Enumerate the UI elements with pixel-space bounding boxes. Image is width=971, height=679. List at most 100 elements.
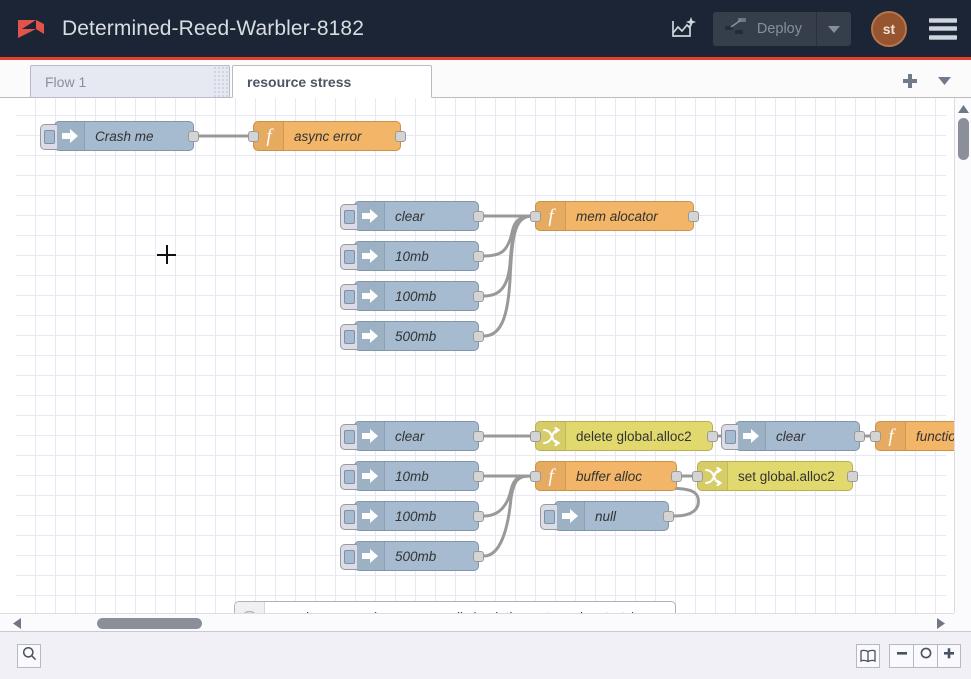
node-func-mem-alocator[interactable]: fmem alocator [535,201,694,231]
node-label: clear [385,209,434,224]
hamburger-menu-icon[interactable] [929,18,957,40]
deploy-button-main[interactable]: Deploy [713,12,817,46]
node-output-port[interactable] [663,511,674,522]
inject-fire-button[interactable] [340,504,357,530]
inject-arrow-icon [555,502,585,530]
inject-arrow-icon [355,322,385,350]
tab-flow-1[interactable]: Flow 1 [30,65,230,98]
svg-text:f: f [888,426,896,446]
node-inject-100mb[interactable]: 100mb [354,501,479,531]
node-func-async-error[interactable]: fasync error [253,121,401,151]
node-change-delete-global-alloc2[interactable]: delete global.alloc2 [535,421,713,451]
horizontal-scrollbar[interactable] [0,613,954,631]
node-label: 500mb [385,329,446,344]
flow-list-caret-down-icon[interactable] [927,64,961,97]
node-inject-100mb[interactable]: 100mb [354,281,479,311]
deploy-button[interactable]: Deploy [713,12,851,46]
deploy-nodes-icon [724,17,748,40]
node-inject-10mb[interactable]: 10mb [354,241,479,271]
zoom-controls [889,644,961,668]
node-label: async error [284,129,372,144]
status-bar-right [856,644,961,668]
zoom-in-button[interactable] [937,644,961,668]
avatar[interactable]: st [871,11,907,47]
inject-fire-button[interactable] [340,324,357,350]
tab-resource-stress[interactable]: resource stress [232,65,432,98]
flow-canvas[interactable]: Crash mefasync errorclear10mb100mb500mbf… [16,98,946,631]
node-output-port[interactable] [473,431,484,442]
canvas-crosshair-cursor [157,245,176,264]
plus-icon [942,646,956,665]
inject-arrow-icon [355,462,385,490]
node-inject-null[interactable]: null [554,501,669,531]
node-inject-clear[interactable]: clear [354,201,479,231]
node-output-port[interactable] [473,291,484,302]
inject-fire-button[interactable] [540,504,557,530]
node-input-port[interactable] [530,471,541,482]
zoom-out-button[interactable] [889,644,913,668]
add-flow-plus-icon[interactable] [893,64,927,97]
status-bar [0,631,971,679]
image-sparkle-icon[interactable] [661,0,707,57]
node-inject-clear[interactable]: clear [354,421,479,451]
tab-bar-actions [893,64,971,97]
node-change-set-global-alloc2[interactable]: set global.alloc2 [697,461,853,491]
node-label: 500mb [385,549,446,564]
node-label: null [585,509,626,524]
node-output-port[interactable] [707,431,718,442]
flow-canvas-wrapper: Crash mefasync errorclear10mb100mb500mbf… [0,98,971,631]
inject-fire-button[interactable] [40,124,57,150]
zoom-reset-button[interactable] [913,644,937,668]
inject-arrow-icon [355,282,385,310]
scroll-up-triangle-up-icon[interactable] [955,100,971,117]
inject-fire-button[interactable] [340,244,357,270]
canvas-left-gutter [8,98,16,631]
search-button[interactable] [17,644,41,668]
inject-fire-button[interactable] [340,544,357,570]
node-inject-10mb[interactable]: 10mb [354,461,479,491]
node-input-port[interactable] [870,431,881,442]
inject-fire-button[interactable] [340,424,357,450]
node-red-logo-icon [14,12,48,46]
vertical-scrollbar-thumb[interactable] [958,118,969,160]
scroll-left-triangle-left-icon[interactable] [8,614,26,632]
node-input-port[interactable] [692,471,703,482]
node-inject-clear[interactable]: clear [735,421,860,451]
node-output-port[interactable] [473,251,484,262]
tab-label: resource stress [247,74,351,90]
node-output-port[interactable] [854,431,865,442]
vertical-scrollbar[interactable] [954,98,971,631]
node-output-port[interactable] [473,511,484,522]
node-input-port[interactable] [248,131,259,142]
node-output-port[interactable] [395,131,406,142]
node-output-port[interactable] [473,551,484,562]
inject-arrow-icon [355,502,385,530]
node-label: 100mb [385,509,446,524]
inject-arrow-icon [355,542,385,570]
deploy-label: Deploy [757,21,802,37]
node-label: 100mb [385,289,446,304]
inject-arrow-icon [355,242,385,270]
node-output-port[interactable] [473,211,484,222]
app-header: Determined-Reed-Warbler-8182 [0,0,971,60]
node-func-buffer-alloc[interactable]: fbuffer alloc [535,461,677,491]
node-output-port[interactable] [847,471,858,482]
navigator-map-icon[interactable] [856,644,880,668]
horizontal-scrollbar-thumb[interactable] [97,618,202,629]
scroll-right-triangle-right-icon[interactable] [932,614,950,632]
node-output-port[interactable] [188,131,199,142]
inject-fire-button[interactable] [340,464,357,490]
inject-fire-button[interactable] [340,284,357,310]
inject-fire-button[interactable] [721,424,738,450]
node-inject-500mb[interactable]: 500mb [354,541,479,571]
node-inject-500mb[interactable]: 500mb [354,321,479,351]
deploy-caret-down-icon[interactable] [817,12,851,46]
node-output-port[interactable] [688,211,699,222]
node-output-port[interactable] [671,471,682,482]
node-input-port[interactable] [530,431,541,442]
node-inject-crash-me[interactable]: Crash me [54,121,194,151]
node-output-port[interactable] [473,331,484,342]
node-input-port[interactable] [530,211,541,222]
node-output-port[interactable] [473,471,484,482]
inject-fire-button[interactable] [340,204,357,230]
